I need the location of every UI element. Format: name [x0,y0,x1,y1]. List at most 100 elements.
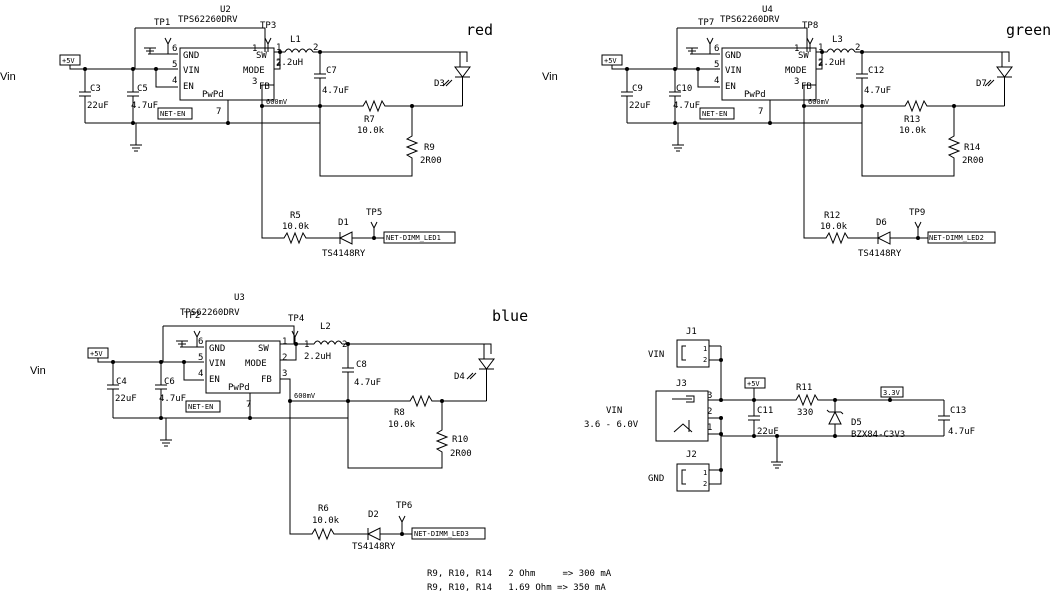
dim-net-box [411,527,486,540]
test-point-icon [806,37,814,52]
junction-dot [752,434,756,438]
test-point-icon [706,37,714,54]
cap-cin [79,69,91,123]
cin-ref: C4 [116,377,127,387]
ic-ref: U2 [220,5,231,15]
connector-j1-shape [681,345,686,361]
test-point-icon [398,515,406,534]
rs-ref: R14 [964,143,980,153]
pin-num: 7 [246,400,251,410]
rdim-ref: R12 [824,211,840,221]
pin-vin: VIN [183,66,199,76]
j3-pin: 3 [707,391,712,401]
test-point-icon [291,330,299,344]
cap-cin [107,362,119,418]
r11-ref: R11 [796,383,812,393]
junction-dot [719,432,723,436]
diode-part: TS4148RY [352,542,396,552]
j3-pin: 1 [707,423,712,433]
led-icon [454,52,471,106]
dimming-path [261,106,384,245]
ind-pin: 2 [313,43,318,53]
channel-color-label: red [466,21,493,39]
d5-ref: D5 [851,418,862,428]
ind-ref: L3 [832,35,843,45]
channel-color-label: blue [492,307,528,325]
connector-j1 [676,339,710,368]
pin-gnd: GND [725,51,741,61]
led-ref: D3 [434,79,445,89]
led-rays [442,79,453,87]
pin-num: 2 [282,353,287,363]
c13-ref: C13 [950,406,966,416]
ic-body [179,47,275,101]
resistor-rfb [280,378,442,408]
j2-pin: 1 [703,469,707,477]
ic-outline-wire [163,325,295,344]
led-icon [996,52,1013,106]
pin-pwpd: PwPd [228,383,250,393]
junction-dot [159,416,163,420]
d5-part: BZX84-C3V3 [851,430,905,440]
pin-num: 1 [794,44,799,54]
j2-label: GND [648,474,664,484]
pin-mode: MODE [245,359,267,369]
vin-range: 3.6 - 6.0V [584,420,639,430]
test-point-icon [164,37,172,54]
pin-sw: SW [798,51,809,61]
rdim-val: 10.0k [312,516,340,526]
c13-val: 4.7uF [948,427,975,437]
pin-num: 7 [216,107,221,117]
j1-pin: 1 [703,345,707,353]
ground-symbol [160,418,172,447]
ind-pin: 1 [818,43,823,53]
test-point-icon [193,330,201,347]
ind-pin: 2 [855,43,860,53]
en-net-box [699,107,735,120]
cin-val: 22uF [629,101,651,111]
pin-en: EN [209,375,220,385]
test-point-icon [264,37,272,52]
pin-num: 6 [714,44,719,54]
led-anode-box [999,51,1010,62]
j1-pin: 2 [703,356,707,364]
cout-ref: C7 [326,66,337,76]
diode-part: TS4148RY [322,249,366,259]
gnd-pin-wire [686,47,720,55]
rs-val: 2R00 [420,156,442,166]
cin2-ref: C5 [137,84,148,94]
rfb-ref: R13 [904,115,920,125]
ind-pin: 2 [342,340,347,350]
junction-dot [131,121,135,125]
barrel-jack-icon [672,395,695,433]
cap-cin [621,69,633,123]
rdim-val: 10.0k [282,222,310,232]
test-point-icon [914,221,922,238]
supply-flag: +5V [747,380,760,388]
pin-num: 6 [198,337,203,347]
vin-wire [97,358,204,363]
cap-cin2 [155,362,167,418]
led-rays [984,79,995,87]
cin2-val: 4.7uF [159,394,186,404]
ic-body [721,47,817,101]
c11-val: 22uF [757,427,779,437]
pin-num: 1 [252,44,257,54]
ic-part: TPS62260DRV [178,15,238,25]
en-wire [697,69,720,88]
cin-ref: C3 [90,84,101,94]
cin-ref: C9 [632,84,643,94]
cap-c13 [938,400,950,436]
junction-dot [719,398,723,402]
diode-ref: D1 [338,218,349,228]
pin-num: 2 [818,59,823,69]
cin2-val: 4.7uF [673,101,700,111]
inductor [822,48,1002,53]
connector-j2 [676,463,710,492]
pin-fb: FB [261,375,272,385]
pin-fb: FB [801,82,812,92]
resistor-rfb [803,84,954,113]
rs-val: 2R00 [450,449,472,459]
pin-num: 5 [172,60,177,70]
